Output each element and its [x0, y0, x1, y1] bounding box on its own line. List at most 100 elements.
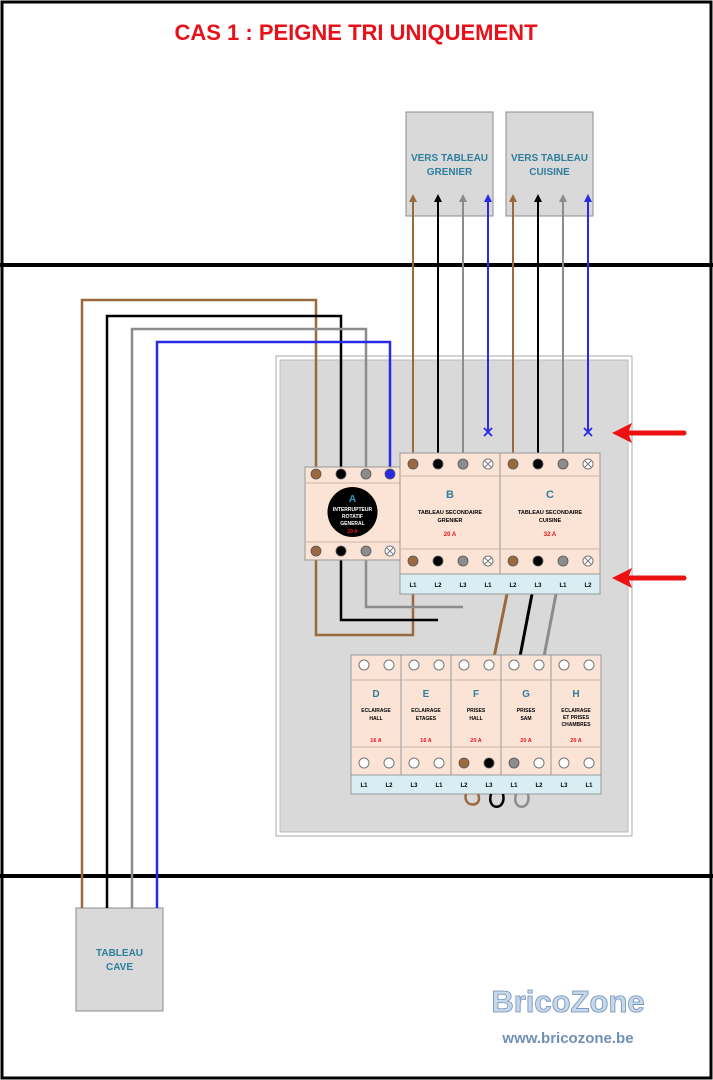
terminal-screw — [335, 468, 347, 480]
rail-label: L3 — [534, 583, 542, 589]
cable-cave-to-a — [80, 298, 392, 908]
terminal-screw — [583, 659, 595, 671]
breaker-e[interactable]: E ECLAIRAGE ETAGES 16 A — [400, 654, 452, 776]
breaker-d[interactable]: D ECLAIRAGE HALL 16 A — [350, 654, 402, 776]
cable-to-grenier — [409, 194, 493, 460]
svg-text:GENERAL: GENERAL — [340, 521, 364, 527]
rail-label: L1 — [559, 583, 567, 589]
breaker-c[interactable]: C TABLEAU SECONDAIRE CUISINE 32 A — [499, 452, 601, 575]
breaker-a[interactable]: A INTERRUPTEUR ROTATIF GENERAL 20 A — [304, 466, 401, 561]
svg-text:ROTATIF: ROTATIF — [342, 514, 363, 520]
svg-text:32 A: 32 A — [544, 532, 557, 538]
svg-text:20 A: 20 A — [470, 738, 481, 744]
terminal-screw — [557, 458, 569, 470]
svg-text:CUISINE: CUISINE — [529, 167, 570, 178]
bus-loops — [464, 793, 530, 808]
terminal-screw — [433, 659, 445, 671]
svg-text:B: B — [446, 489, 454, 501]
breaker-g[interactable]: G PRISES SAM 20 A — [500, 654, 552, 776]
pointer-arrow-lower — [612, 568, 687, 588]
terminal-screw — [533, 757, 545, 769]
terminal-cross — [584, 557, 592, 565]
terminal-screw — [360, 468, 372, 480]
breaker-f[interactable]: F PRISES HALL 20 A — [450, 654, 502, 776]
terminal-screw — [407, 458, 419, 470]
svg-text:20 A: 20 A — [347, 529, 358, 535]
rail-label: L1 — [435, 783, 443, 789]
terminal-screw — [433, 757, 445, 769]
svg-text:16 A: 16 A — [370, 738, 381, 744]
terminal-screw — [483, 757, 495, 769]
terminal-screw — [532, 458, 544, 470]
pointer-arrow-upper — [612, 423, 687, 443]
terminal-screw — [507, 555, 519, 567]
terminal-screw — [358, 659, 370, 671]
breaker-h[interactable]: H ECLAIRAGE ET PRISES CHAMBRES 20 A — [550, 654, 602, 776]
terminal-screw — [408, 757, 420, 769]
rail-label: L2 — [434, 583, 442, 589]
diagram-title: CAS 1 : PEIGNE TRI UNIQUEMENT — [174, 20, 538, 45]
terminal-screw — [358, 757, 370, 769]
rail-label: L3 — [560, 783, 568, 789]
brand-url: www.bricozone.be — [501, 1030, 633, 1047]
svg-text:GRENIER: GRENIER — [427, 167, 473, 178]
svg-text:CUISINE: CUISINE — [539, 518, 562, 524]
svg-text:20 A: 20 A — [444, 532, 457, 538]
svg-text:20 A: 20 A — [570, 738, 581, 744]
terminal-cross — [584, 460, 592, 468]
rail-label: L3 — [410, 783, 418, 789]
svg-text:GRENIER: GRENIER — [437, 518, 462, 524]
rail-label: L3 — [459, 583, 467, 589]
svg-text:G: G — [522, 689, 530, 700]
rail-label: L2 — [584, 583, 592, 589]
svg-text:PRISES: PRISES — [517, 708, 536, 714]
rail-label: L1 — [360, 783, 368, 789]
terminal-screw — [507, 458, 519, 470]
svg-text:VERS TABLEAU: VERS TABLEAU — [511, 153, 588, 164]
terminal-screw — [310, 468, 322, 480]
breaker-b[interactable]: B TABLEAU SECONDAIRE GRENIER 20 A — [399, 452, 501, 575]
terminal-screw — [457, 555, 469, 567]
terminal-cross — [484, 460, 492, 468]
terminal-screw — [335, 545, 347, 557]
svg-text:TABLEAU SECONDAIRE: TABLEAU SECONDAIRE — [518, 510, 582, 516]
rail-label: L2 — [509, 583, 517, 589]
rail-label: L2 — [385, 783, 393, 789]
terminal-cross — [484, 557, 492, 565]
svg-text:H: H — [572, 689, 579, 700]
rail-label: L1 — [484, 583, 492, 589]
svg-text:ETAGES: ETAGES — [416, 716, 437, 722]
terminal-screw — [360, 545, 372, 557]
svg-text:F: F — [473, 689, 479, 700]
terminal-cross — [386, 547, 394, 555]
rail-label: L2 — [460, 783, 468, 789]
terminal-screw — [383, 659, 395, 671]
destination-cuisine: VERS TABLEAU CUISINE — [505, 111, 594, 217]
svg-text:PRISES: PRISES — [467, 708, 486, 714]
terminal-screw — [532, 555, 544, 567]
cave-box: TABLEAU CAVE — [75, 907, 164, 1012]
terminal-screw — [508, 757, 520, 769]
rail-label: L1 — [585, 783, 593, 789]
brand-logo: BricoZone — [491, 984, 644, 1019]
terminal-screw — [383, 757, 395, 769]
terminal-screw — [483, 659, 495, 671]
terminal-screw — [408, 659, 420, 671]
svg-text:16 A: 16 A — [420, 738, 431, 744]
svg-text:ECLAIRAGE: ECLAIRAGE — [411, 708, 441, 714]
svg-text:D: D — [372, 689, 379, 700]
svg-text:INTERRUPTEUR: INTERRUPTEUR — [333, 507, 373, 513]
terminal-screw — [384, 468, 396, 480]
svg-text:CHAMBRES: CHAMBRES — [562, 722, 592, 728]
terminal-screw — [583, 757, 595, 769]
terminal-screw — [557, 555, 569, 567]
terminal-screw — [558, 757, 570, 769]
svg-text:TABLEAU: TABLEAU — [96, 948, 143, 959]
svg-text:ECLAIRAGE: ECLAIRAGE — [561, 708, 591, 714]
svg-text:A: A — [349, 494, 356, 505]
svg-text:SAM: SAM — [520, 716, 531, 722]
svg-text:20 A: 20 A — [520, 738, 531, 744]
rail-label: L1 — [409, 583, 417, 589]
terminal-screw — [457, 458, 469, 470]
